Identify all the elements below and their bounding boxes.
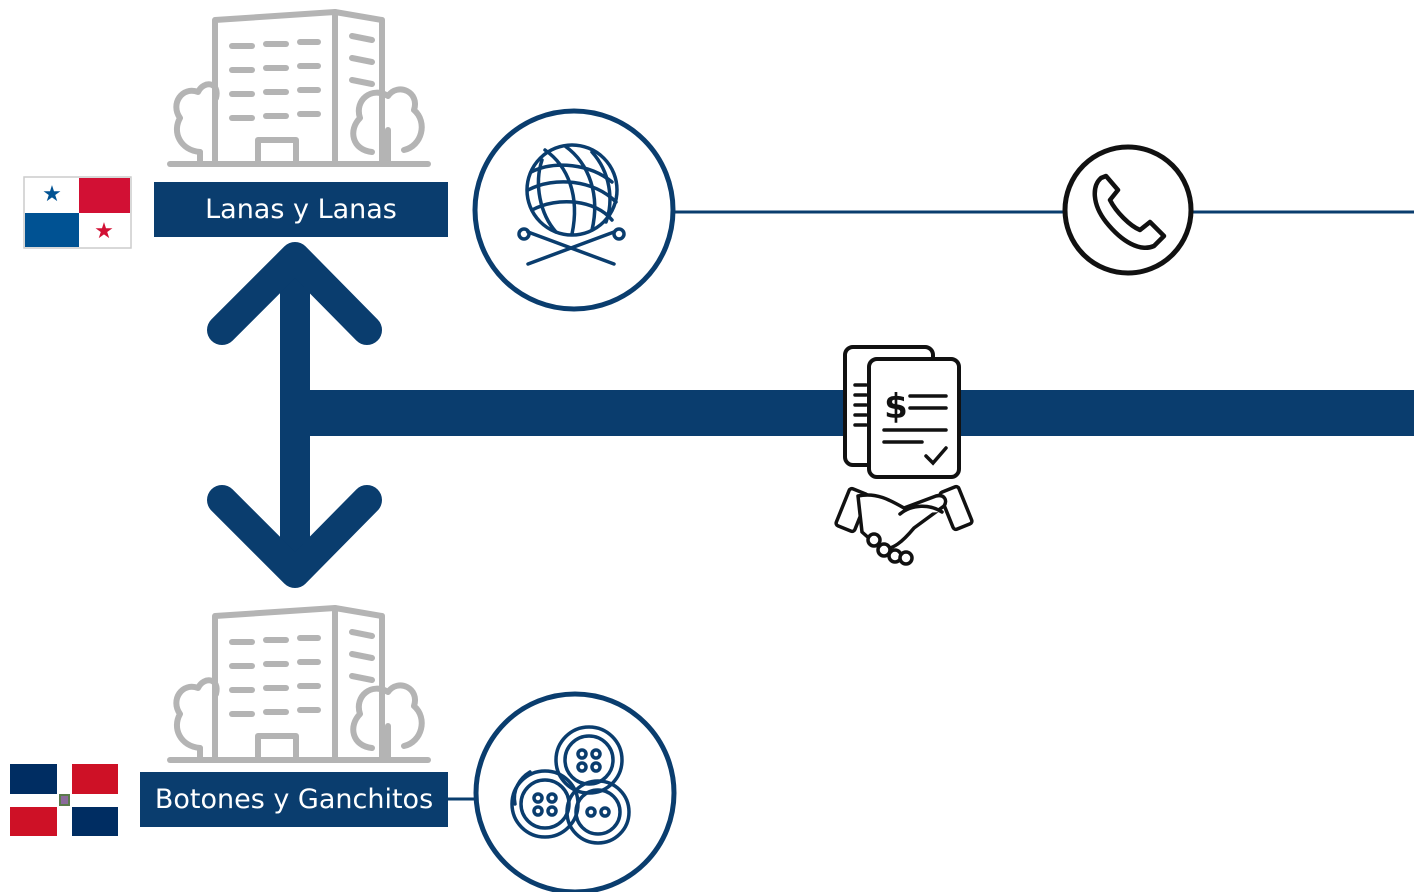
panama-flag: ★ ★ [23,176,132,249]
phone-icon [1062,144,1194,276]
office-building-icon [167,605,431,763]
yarn-ball-knitting-needles-icon [472,108,676,312]
company-label-lanas-y-lanas: Lanas y Lanas [154,182,448,237]
buttons-icon [473,691,677,892]
dominican-republic-flag [10,764,118,836]
handshake-icon [834,484,974,566]
company-label-botones-y-ganchitos: Botones y Ganchitos [140,772,448,827]
invoice-documents-icon: $ [843,345,961,479]
svg-text:★: ★ [94,219,114,244]
svg-text:★: ★ [42,182,62,207]
office-building-icon [167,9,431,167]
svg-text:$: $ [884,387,908,427]
